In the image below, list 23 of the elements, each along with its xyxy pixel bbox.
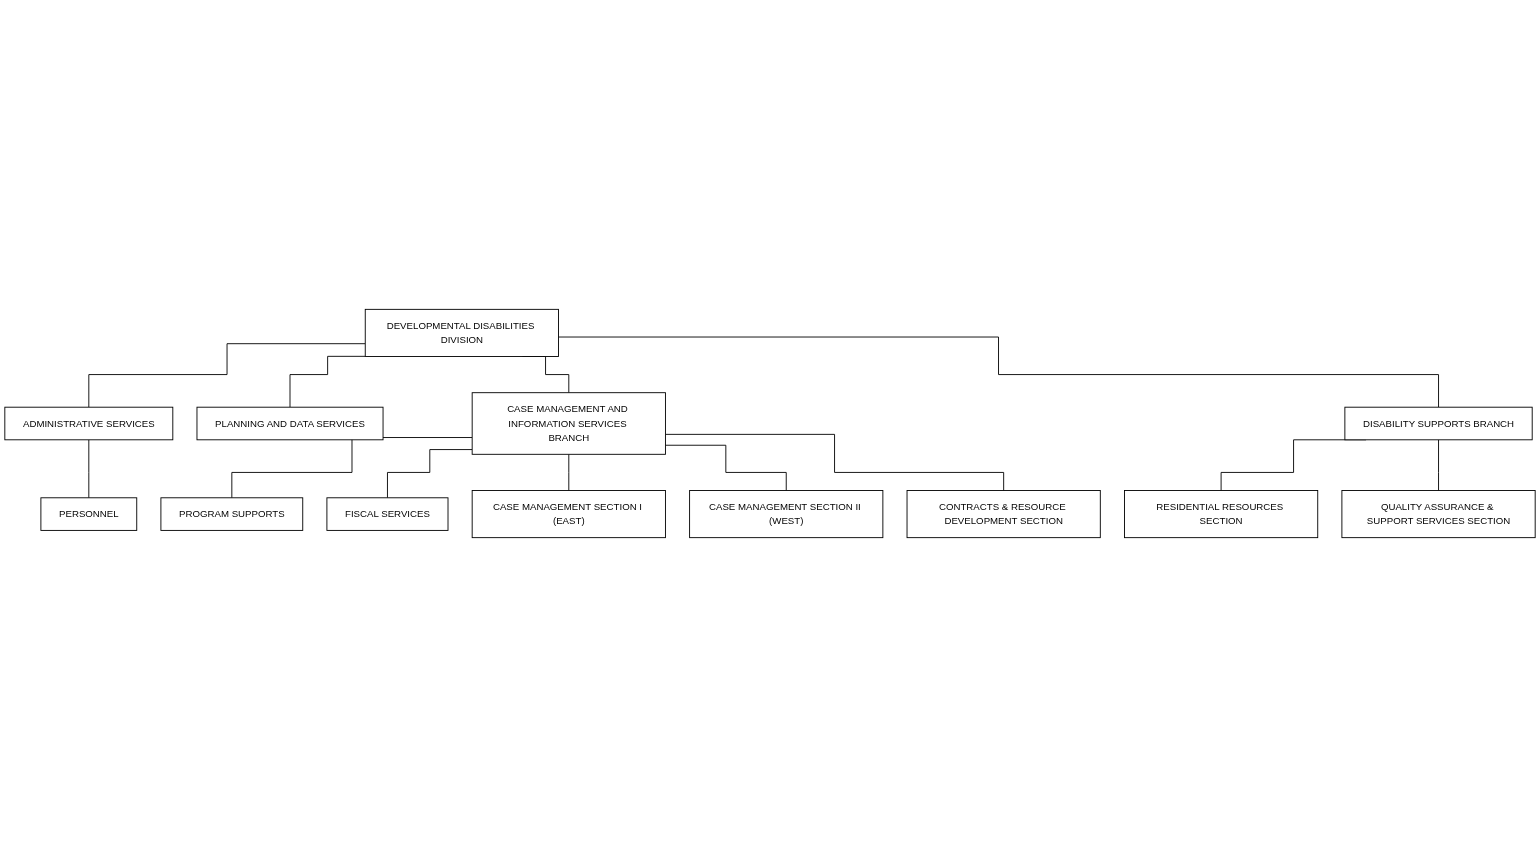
node-box: CASE MANAGEMENT SECTION I (EAST) bbox=[471, 490, 666, 539]
node-box: QUALITY ASSURANCE & SUPPORT SERVICES SECTION bbox=[1341, 490, 1536, 539]
connector bbox=[88, 439, 90, 499]
connector bbox=[1438, 439, 1439, 491]
node-box: PROGRAM SUPPORTS bbox=[160, 497, 304, 531]
connector bbox=[568, 453, 570, 491]
node-box: PERSONNEL bbox=[40, 497, 138, 531]
node-box: RESIDENTIAL RESOURCES SECTION bbox=[1124, 490, 1319, 539]
node-box: PLANNING AND DATA SERVICES bbox=[196, 406, 384, 441]
node-box: CONTRACTS & RESOURCE DEVELOPMENT SECTION bbox=[906, 490, 1101, 539]
node-box: DEVELOPMENTAL DISABILITIES DIVISION bbox=[364, 308, 559, 357]
connector bbox=[665, 444, 787, 491]
node-box: FISCAL SERVICES bbox=[326, 497, 449, 531]
connector bbox=[387, 449, 473, 499]
connector bbox=[231, 437, 473, 499]
connector bbox=[558, 336, 1439, 408]
node-box: ADMINISTRATIVE SERVICES bbox=[4, 406, 174, 441]
node-box: CASE MANAGEMENT AND INFORMATION SERVICES BRANCH bbox=[471, 392, 666, 455]
node-box: DISABILITY SUPPORTS BRANCH bbox=[1344, 406, 1533, 441]
connector bbox=[88, 343, 366, 408]
connector bbox=[665, 433, 1005, 491]
node-box: CASE MANAGEMENT SECTION II (WEST) bbox=[689, 490, 884, 539]
connector bbox=[289, 355, 366, 408]
